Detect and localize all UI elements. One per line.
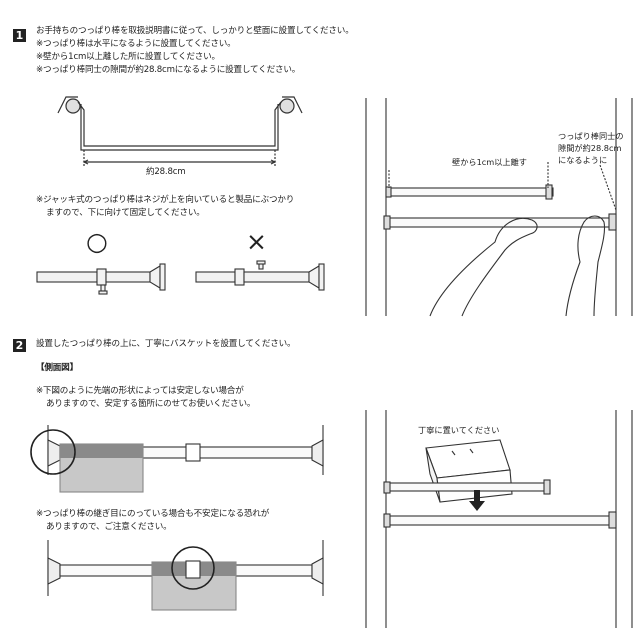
jack-note-line-2: ますので、下に向けて固定してください。	[46, 208, 205, 218]
step-1-line-4: ※つっぱり棒同士の隙間が約28.8cmになるように設置してください。	[36, 65, 301, 75]
wall-gap-callout: 壁から1cm以上離す	[452, 157, 527, 167]
note-2-line-2: ありますので、ご注意ください。	[46, 522, 172, 532]
rod-gap-callout-2: 隙間が約28.8cm	[558, 143, 622, 153]
step-1-line-2: ※つっぱり棒は水平になるように設置してください。	[36, 39, 236, 49]
ng-mark: ×	[246, 227, 267, 256]
step-1-line-1: お手持ちのつっぱり棒を取扱説明書に従って、しっかりと壁面に設置してください。	[36, 26, 354, 36]
rod-gap-callout-3: になるように	[558, 155, 608, 165]
step-2-title: 設置したつっぱり棒の上に、丁寧にバスケットを設置してください。	[36, 339, 296, 349]
step-2-badge: 2	[13, 339, 26, 352]
ok-mark: ○	[86, 227, 108, 256]
step-1-badge: 1	[13, 29, 26, 42]
note-1-line-2: ありますので、安定する箇所にのせてお使いください。	[46, 399, 256, 409]
step-1-line-3: ※壁から1cm以上離した所に設置してください。	[36, 52, 220, 62]
jack-note-line-1: ※ジャッキ式のつっぱり棒はネジが上を向いていると製品にぶつかり	[36, 195, 295, 205]
note-1-line-1: ※下図のように先端の形状によっては安定しない場合が	[36, 386, 244, 396]
note-2-line-1: ※つっぱり棒の継ぎ目にのっている場合も不安定になる恐れが	[36, 509, 270, 519]
gap-label: 約28.8cm	[146, 167, 186, 177]
place-gently-callout: 丁寧に置いてください	[418, 425, 500, 435]
rod-gap-callout-1: つっぱり棒同士の	[558, 131, 624, 141]
side-view-label: 【側面図】	[36, 363, 78, 373]
